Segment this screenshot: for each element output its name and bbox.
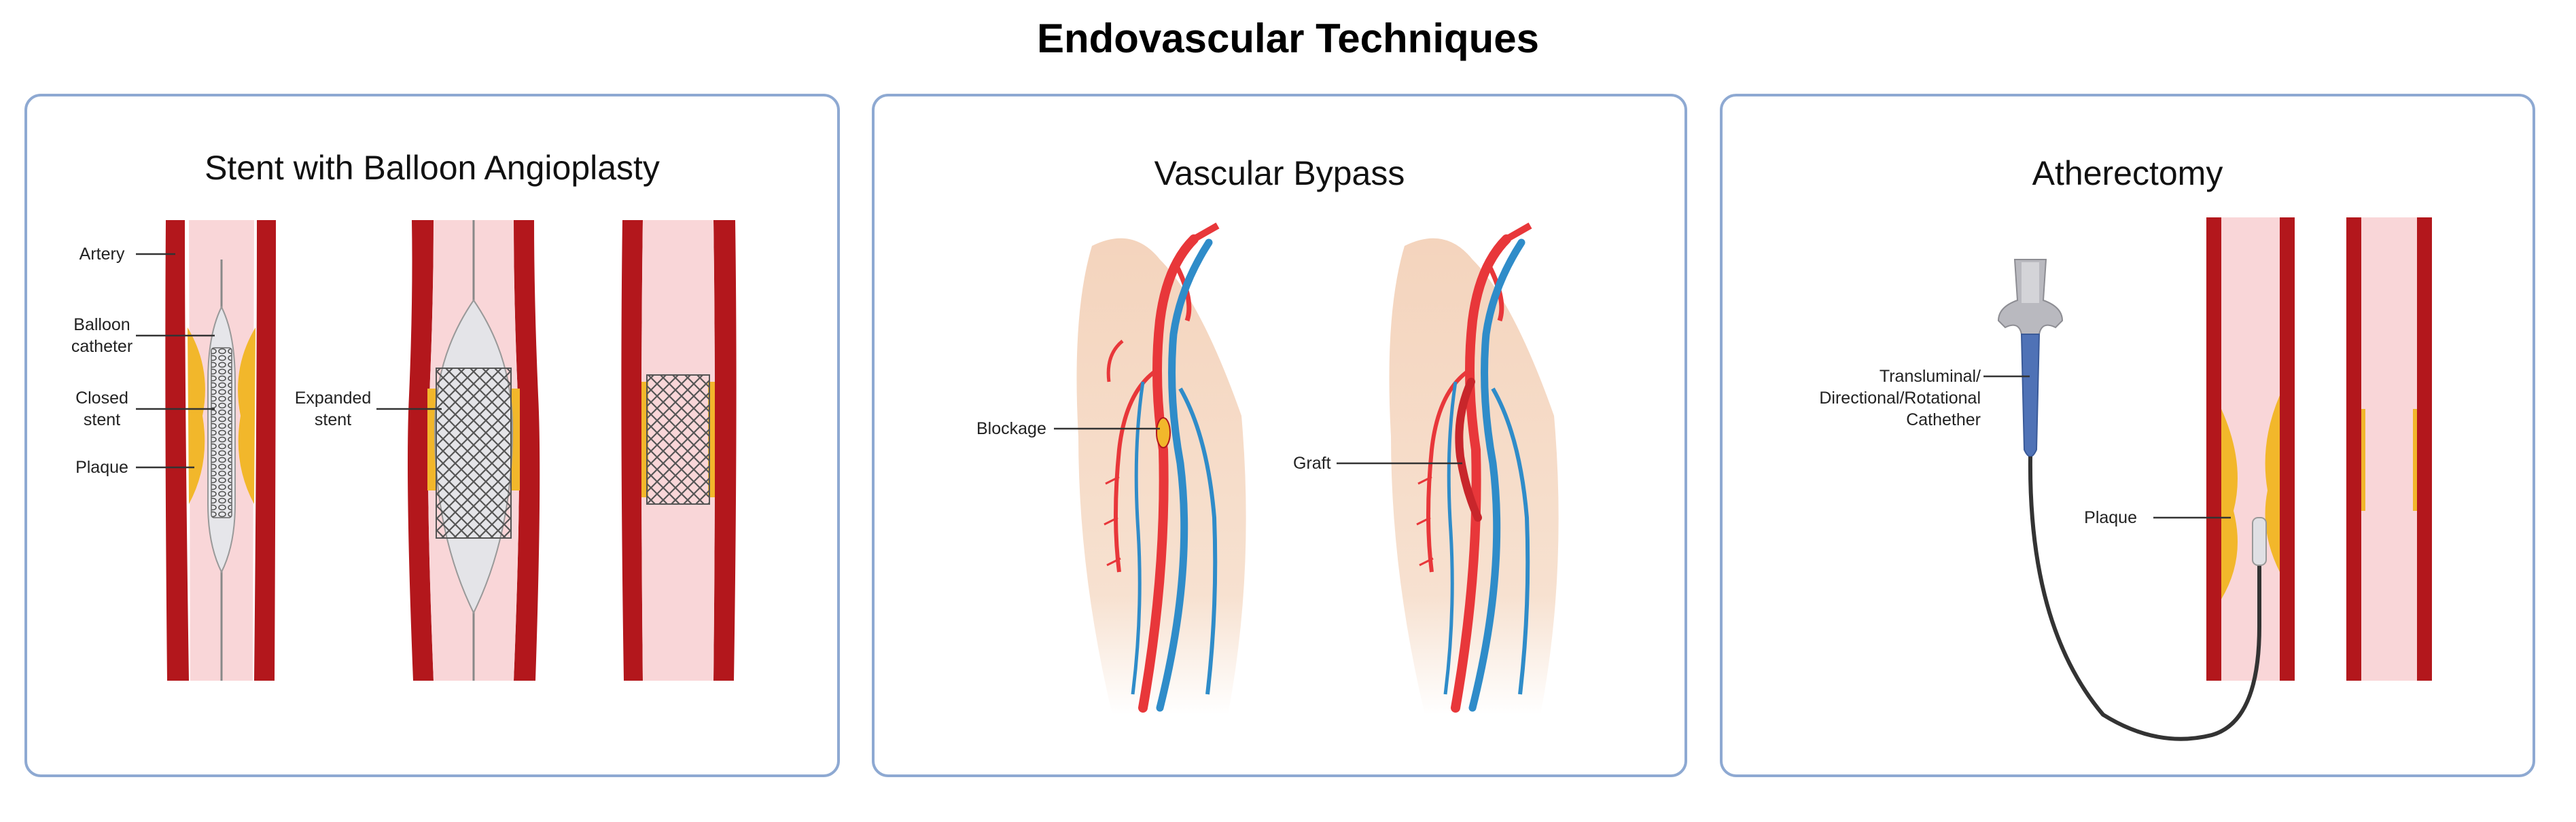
expanded-stent <box>436 368 512 539</box>
atherectomy-panel: Atherectomy Transluminal/ Direc <box>1720 94 2535 777</box>
label-blockage: Blockage <box>976 419 1046 438</box>
catheter-tip <box>2252 517 2267 566</box>
label-catheter-line3: Cathether <box>1906 410 1981 429</box>
label-balloon: Balloon <box>73 315 130 334</box>
closed-stent <box>211 347 232 518</box>
stent-panel-title: Stent with Balloon Angioplasty <box>205 149 660 187</box>
label-catheter-line1: Transluminal/ <box>1880 367 1981 386</box>
label-expanded-stent: stent <box>315 410 351 429</box>
label-closed-stent: stent <box>84 410 120 429</box>
page-title: Endovascular Techniques <box>1036 16 1540 61</box>
plaque-right <box>238 327 255 504</box>
plaque-right <box>2265 395 2280 572</box>
leg-blockage <box>1076 222 1246 715</box>
atherectomy-panel-title: Atherectomy <box>2032 154 2223 192</box>
label-expanded: Expanded <box>295 389 372 408</box>
label-plaque: Plaque <box>2084 508 2137 527</box>
vascular-bypass-panel: Vascular Bypass <box>872 94 1687 777</box>
vessel-atherectomy <box>2206 217 2295 681</box>
atherectomy-illustration: Transluminal/ Directional/Rotational Cat… <box>1819 217 2432 741</box>
leg-graft <box>1389 222 1559 715</box>
label-artery: Artery <box>80 245 125 264</box>
atherectomy-catheter <box>1997 259 2267 741</box>
bypass-illustration: Blockage Graft <box>976 222 1559 715</box>
stent-illustration: Artery Balloon catheter Closed stent Pla… <box>71 220 737 681</box>
vessel-cleared <box>2346 217 2432 681</box>
vessel-deployed-stent <box>621 220 737 681</box>
label-plaque: Plaque <box>75 458 128 477</box>
stent-angioplasty-panel: Stent with Balloon Angioplasty <box>24 94 840 777</box>
bypass-panel-title: Vascular Bypass <box>1154 154 1405 192</box>
vessel-expanded-stent <box>408 220 540 681</box>
bypass-graft <box>1455 378 1482 522</box>
vein-main <box>1156 238 1213 712</box>
plaque-left <box>188 327 205 504</box>
label-catheter: catheter <box>71 337 133 356</box>
vessel-balloon-catheter <box>165 220 276 681</box>
label-graft: Graft <box>1293 454 1331 473</box>
label-catheter-line2: Directional/Rotational <box>1819 389 1981 408</box>
catheter-handle <box>2020 334 2041 457</box>
deployed-stent <box>646 374 710 505</box>
blockage-site <box>1156 417 1171 448</box>
label-closed: Closed <box>75 389 128 408</box>
plaque-left <box>2221 409 2238 599</box>
catheter-cable <box>2028 456 2261 741</box>
